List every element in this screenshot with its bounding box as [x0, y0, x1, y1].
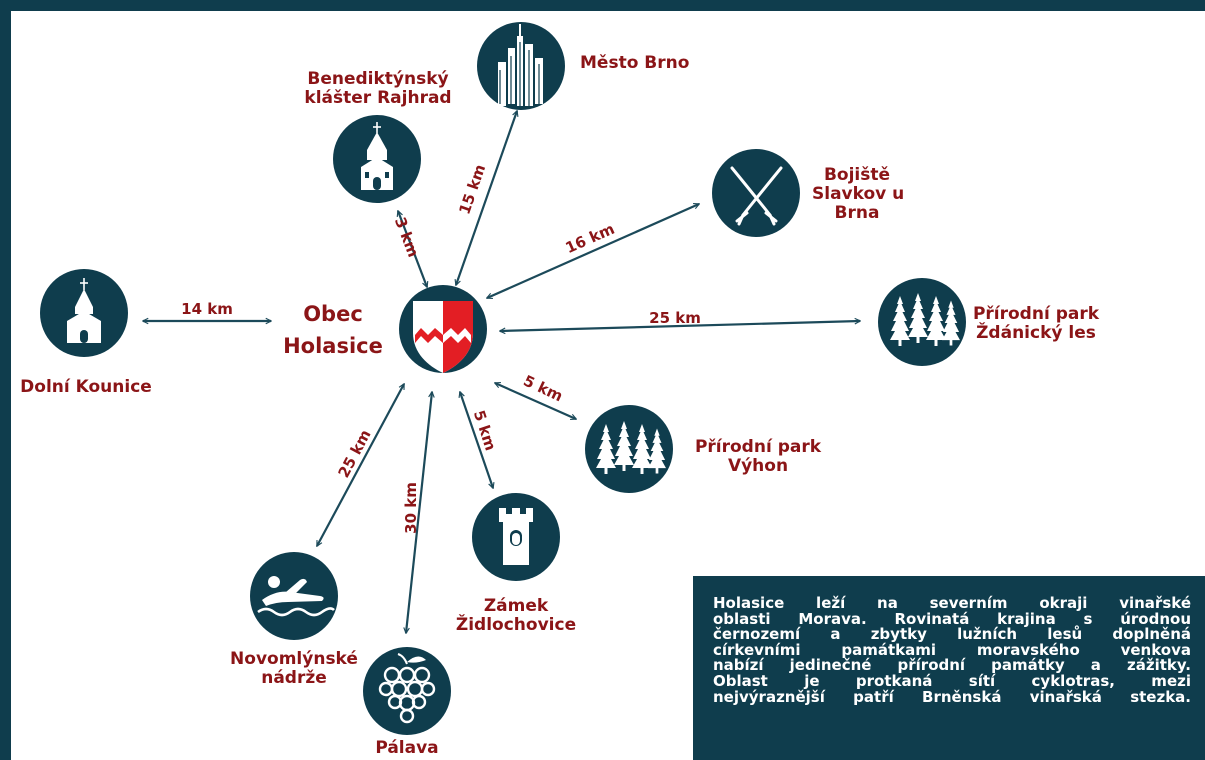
info-line-6: Oblast je protkaná sítí cyklotras, mezi	[713, 671, 1191, 690]
label-vyhon-line1: Přírodní park	[694, 437, 822, 457]
arrow-rajhrad	[398, 211, 427, 287]
label-dolni-kounice: Dolní Kounice	[20, 377, 152, 397]
label-zdanicky-line2: Ždánický les	[976, 323, 1096, 343]
center-label-line1: Obec	[303, 302, 363, 326]
frame-top	[0, 0, 1205, 11]
label-slavkov-line2: Slavkov u	[812, 184, 905, 204]
church-icon	[40, 269, 128, 357]
label-rajhrad: Benediktýnský klášter Rajhrad	[295, 70, 461, 108]
center-label-line2: Holasice	[283, 334, 383, 358]
label-novomlynske: Novomlýnské nádrže	[218, 650, 370, 688]
distance-brno: 15 km	[455, 162, 489, 217]
arrow-zdanicky	[500, 321, 860, 331]
info-line-5: nabízí jedinečné přírodní památky a záži…	[713, 656, 1191, 675]
castle-tower-icon	[472, 493, 560, 581]
info-line-3: černozemí a zbytky lužních lesů doplněná	[713, 625, 1191, 644]
label-zidlochovice-line1: Zámek	[483, 596, 549, 616]
info-line-7: nejvýraznější patří Brněnská vinařská st…	[713, 687, 1191, 706]
label-zdanicky: Přírodní park Ždánický les	[966, 305, 1106, 343]
label-slavkov-line1: Bojiště	[823, 165, 891, 185]
label-slavkov-line3: Brna	[834, 203, 880, 223]
arrow-slavkov	[487, 202, 699, 300]
label-zidlochovice-line2: Židlochovice	[455, 615, 577, 635]
forest-icon	[878, 278, 966, 366]
arrow-novomlynske	[316, 384, 405, 546]
label-brno: Město Brno	[580, 53, 690, 73]
distance-dolni-kounice: 14 km	[181, 300, 233, 318]
center-label: Obec Holasice	[278, 298, 388, 362]
label-novomlynske-line2: nádrže	[261, 668, 327, 688]
grapes-icon	[363, 647, 451, 735]
skyscraper-icon	[477, 22, 565, 110]
label-zidlochovice: Zámek Židlochovice	[446, 597, 586, 635]
coat-of-arms-icon	[399, 285, 487, 373]
distance-rajhrad: 3 km	[391, 215, 423, 260]
crossed-sabers-icon	[712, 149, 800, 237]
distance-novomlynske: 25 km	[335, 427, 375, 481]
distance-zdanicky: 25 km	[649, 309, 701, 327]
info-line-1: Holasice leží na severním okraji vinařsk…	[713, 594, 1191, 612]
info-line-2: oblasti Morava. Rovinatá krajina s úrodn…	[713, 609, 1191, 628]
label-vyhon: Přírodní park Výhon	[688, 438, 828, 476]
label-slavkov: Bojiště Slavkov u Brna	[812, 165, 905, 223]
forest-icon	[585, 405, 673, 493]
info-box: Holasice leží na severním okraji vinařsk…	[693, 576, 1205, 760]
label-palava: Pálava	[375, 738, 439, 758]
arrow-palava	[406, 392, 432, 633]
frame-left	[0, 0, 11, 760]
label-novomlynske-line1: Novomlýnské	[230, 649, 358, 669]
distance-vyhon: 5 km	[521, 372, 566, 406]
label-zdanicky-line1: Přírodní park	[972, 304, 1100, 324]
arrow-brno	[456, 111, 517, 285]
swimmer-icon	[250, 552, 338, 640]
distance-palava: 30 km	[402, 482, 420, 534]
arrow-zidlochovice	[460, 392, 493, 488]
label-vyhon-line2: Výhon	[727, 456, 789, 476]
arrow-vyhon	[495, 381, 576, 421]
label-rajhrad-line1: Benediktýnský	[307, 69, 449, 89]
church-icon	[333, 115, 421, 203]
label-rajhrad-line2: klášter Rajhrad	[304, 88, 452, 108]
info-line-4: církevními památkami moravského venkova	[713, 640, 1191, 659]
